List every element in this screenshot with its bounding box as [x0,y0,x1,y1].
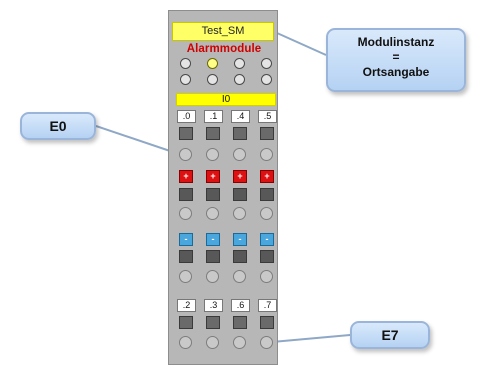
status-led [261,74,272,85]
plus-button[interactable]: + [206,170,220,183]
input-indicator [233,336,246,349]
value-display [206,188,220,201]
plus-button[interactable]: + [260,170,274,183]
channel-label: .6 [231,299,250,312]
input-indicator [260,336,273,349]
input-button[interactable] [260,316,274,329]
value-display [260,250,274,263]
callout-e7: E7 [350,321,430,349]
input-button[interactable] [233,127,247,140]
value-display [233,188,247,201]
input-indicator [260,148,273,161]
input-button[interactable] [206,316,220,329]
input-indicator [260,207,273,220]
input-indicator [206,148,219,161]
module-title[interactable]: Test_SM [172,22,274,41]
input-indicator [206,207,219,220]
callout-module-line1: Modulinstanz [357,35,435,49]
input-indicator [233,270,246,283]
plus-button[interactable]: + [179,170,193,183]
input-indicator [179,270,192,283]
channel-label: .0 [177,110,196,123]
channel-label: .2 [177,299,196,312]
status-led [180,74,191,85]
channel-label: .5 [258,110,277,123]
minus-button[interactable]: - [233,233,247,246]
status-led [234,58,245,69]
input-button[interactable] [179,127,193,140]
callout-module-line3: Ortsangabe [362,65,430,79]
callout-module-instance: Modulinstanz = Ortsangabe [326,28,466,92]
status-led [234,74,245,85]
input-button[interactable] [206,127,220,140]
module-subtitle: Alarmmodule [186,43,262,55]
value-display [260,188,274,201]
status-led [180,58,191,69]
value-display [179,188,193,201]
plus-button[interactable]: + [233,170,247,183]
input-button[interactable] [179,316,193,329]
input-indicator [206,336,219,349]
value-display [179,250,193,263]
io-label: I0 [176,93,276,106]
channel-label: .4 [231,110,250,123]
input-indicator [233,148,246,161]
input-indicator [233,207,246,220]
channel-label: .7 [258,299,277,312]
minus-button[interactable]: - [179,233,193,246]
value-display [233,250,247,263]
status-led [207,74,218,85]
minus-button[interactable]: - [260,233,274,246]
channel-label: .3 [204,299,223,312]
input-indicator [179,336,192,349]
input-indicator [179,207,192,220]
module-connector-line [276,32,327,56]
callout-e0: E0 [20,112,96,140]
input-button[interactable] [233,316,247,329]
value-display [206,250,220,263]
e7-connector-line [271,334,351,343]
status-led-active [207,58,218,69]
input-button[interactable] [260,127,274,140]
channel-label: .1 [204,110,223,123]
status-led [261,58,272,69]
e0-connector-line [95,125,177,154]
input-indicator [206,270,219,283]
input-indicator [260,270,273,283]
input-indicator [179,148,192,161]
callout-module-line2: = [392,50,400,64]
minus-button[interactable]: - [206,233,220,246]
